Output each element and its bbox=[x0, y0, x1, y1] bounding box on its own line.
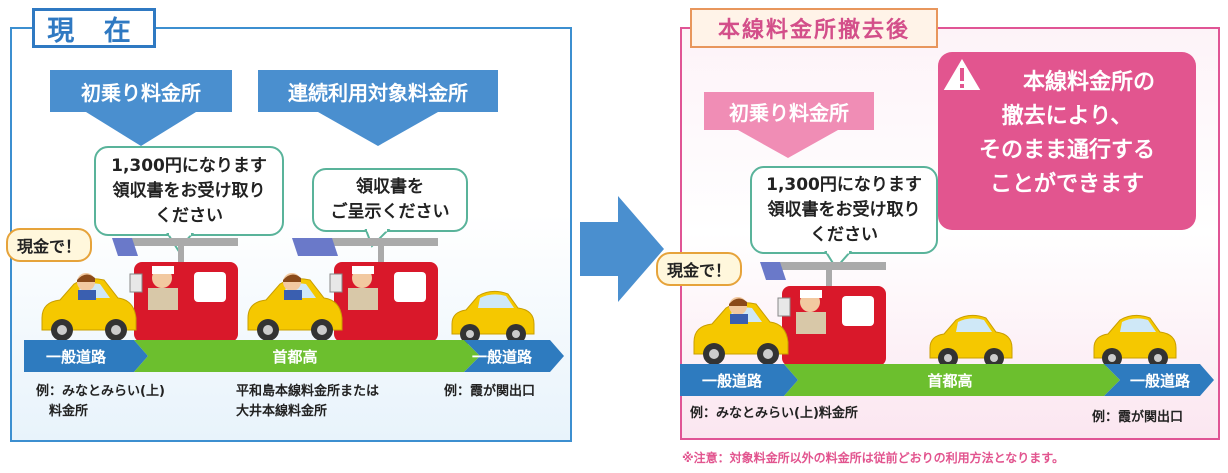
first-toll-booth-illustration bbox=[112, 238, 238, 342]
car-exiting-after bbox=[1093, 314, 1177, 368]
transition-arrow-icon bbox=[580, 196, 664, 302]
bubble-line: 領収書をお受け取り bbox=[767, 199, 921, 220]
caption-example-exit-after: 例：霞が関出口 bbox=[1092, 410, 1184, 425]
caption-line: 例：霞が関出口 bbox=[444, 384, 536, 399]
warning-icon bbox=[940, 55, 984, 92]
caption-line: 例：みなとみらい(上) bbox=[36, 384, 165, 399]
first-booth-speech-bubble-after: 1,300円になります 領収書をお受け取り ください bbox=[750, 166, 938, 254]
bubble-line: ください bbox=[810, 224, 878, 245]
bubble-line: ご呈示ください bbox=[330, 202, 450, 222]
continuous-booth-speech-bubble: 領収書を ご呈示ください bbox=[312, 168, 468, 232]
continuous-booth-arrow bbox=[318, 112, 438, 146]
caption-example-entry-after: 例：みなとみらい(上)料金所 bbox=[690, 406, 858, 421]
notice-line: そのまま通行する bbox=[978, 138, 1155, 163]
first-toll-booth-illustration-after bbox=[760, 262, 886, 366]
caption-example-entry: 例：みなとみらい(上) 料金所 bbox=[36, 382, 165, 422]
road-strip-after bbox=[680, 364, 1214, 396]
first-booth-arrow bbox=[86, 112, 196, 146]
continuous-toll-booth-illustration bbox=[292, 238, 438, 342]
footnote: ※注意：対象料金所以外の料金所は従前どおりの利用方法となります。 bbox=[682, 451, 1065, 465]
road-label-expressway: 首都高 bbox=[272, 347, 318, 366]
caption-example-exit: 例：霞が関出口 bbox=[444, 382, 535, 402]
first-booth-banner: 初乗り料金所 bbox=[50, 70, 232, 112]
road-strip-current bbox=[24, 340, 564, 372]
bubble-line: 領収書をお受け取り bbox=[112, 180, 266, 201]
first-booth-arrow-after bbox=[738, 130, 838, 158]
car-passing-through bbox=[929, 314, 1013, 368]
bubble-line: 1,300円になります bbox=[766, 174, 922, 195]
car-exiting bbox=[451, 290, 535, 344]
after-removal-tab-label: 本線料金所撤去後 bbox=[690, 8, 938, 48]
road-label-general-left-after: 一般道路 bbox=[701, 371, 762, 390]
removal-notice-box: 本線料金所の 撤去により、 そのまま通行する ことができます bbox=[938, 52, 1196, 230]
caption-mainline-booths: 平和島本線料金所または 大井本線料金所 bbox=[236, 382, 379, 422]
notice-line: 本線料金所の bbox=[1022, 70, 1155, 95]
current-tab-label: 現 在 bbox=[32, 8, 156, 48]
bubble-line: ください bbox=[155, 205, 223, 226]
caption-line: 料金所 bbox=[36, 404, 89, 419]
car-at-continuous-booth bbox=[247, 273, 343, 341]
road-label-general-right: 一般道路 bbox=[471, 347, 532, 366]
notice-line: ことができます bbox=[989, 172, 1144, 197]
first-booth-speech-bubble: 1,300円になります 領収書をお受け取り ください bbox=[94, 146, 284, 236]
caption-line: 大井本線料金所 bbox=[236, 404, 328, 419]
first-booth-banner-after: 初乗り料金所 bbox=[704, 92, 874, 130]
continuous-booth-banner: 連続利用対象料金所 bbox=[258, 70, 498, 112]
cash-payment-bubble: 現金で！ bbox=[6, 228, 92, 262]
bubble-line: 領収書を bbox=[356, 177, 424, 197]
car-at-first-booth bbox=[41, 273, 137, 341]
cash-payment-bubble-after: 現金で！ bbox=[656, 252, 742, 286]
road-label-expressway-after: 首都高 bbox=[927, 371, 973, 390]
bubble-tail bbox=[824, 250, 853, 270]
bubble-line: 1,300円になります bbox=[111, 155, 267, 176]
notice-line: 撤去により、 bbox=[1001, 104, 1133, 129]
caption-line: 平和島本線料金所または bbox=[236, 384, 380, 399]
road-label-general-left: 一般道路 bbox=[45, 347, 106, 366]
car-at-first-booth-after bbox=[693, 297, 789, 365]
road-label-general-right-after: 一般道路 bbox=[1129, 371, 1190, 390]
